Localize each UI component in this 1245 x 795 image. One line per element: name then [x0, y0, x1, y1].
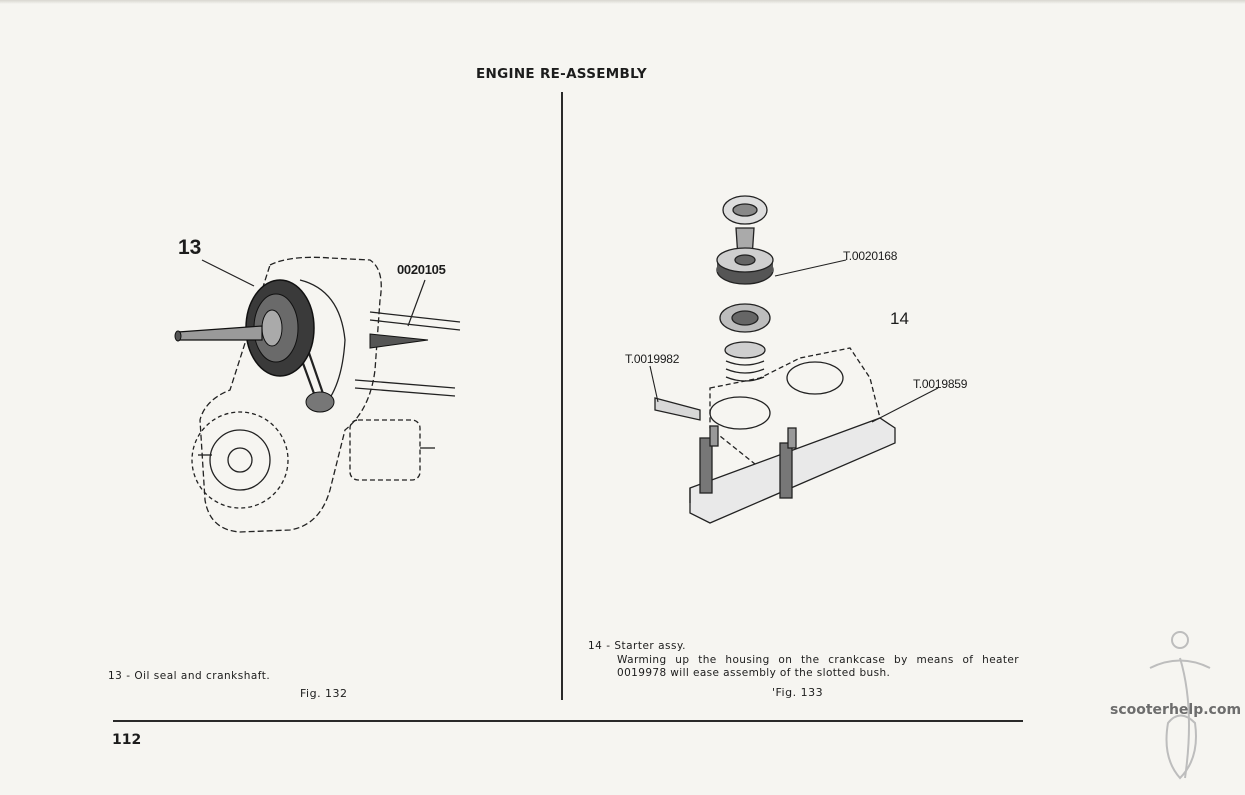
- page-number: 112: [112, 732, 142, 748]
- page-title: ENGINE RE-ASSEMBLY: [476, 66, 647, 82]
- watermark-text: scooterhelp.com: [1110, 702, 1242, 718]
- part-code-t0019859: T.0019859: [913, 377, 968, 391]
- caption-fig-132: 13 - Oil seal and crankshaft.: [108, 670, 271, 682]
- part-code-t0020168: T.0020168: [843, 249, 898, 263]
- column-divider: [561, 92, 563, 700]
- starter-assembly-illustration: [649, 195, 939, 524]
- fig-132-label: Fig. 132: [300, 687, 348, 700]
- scooter-watermark-icon: [1149, 631, 1211, 780]
- part-code-t0019982: T.0019982: [625, 352, 680, 366]
- instruction-text: Warming up the housing on the crankcase …: [617, 654, 1019, 679]
- callout-13: 13: [178, 236, 202, 259]
- caption-fig-133: 14 - Starter assy.: [588, 640, 687, 652]
- page-top-edge: [0, 0, 1245, 4]
- callout-14: 14: [890, 309, 909, 328]
- fig-133-label: 'Fig. 133: [772, 686, 824, 699]
- tool-code-0020105: 0020105: [397, 262, 446, 277]
- footer-rule: [113, 720, 1023, 722]
- crankshaft-illustration: [174, 256, 461, 533]
